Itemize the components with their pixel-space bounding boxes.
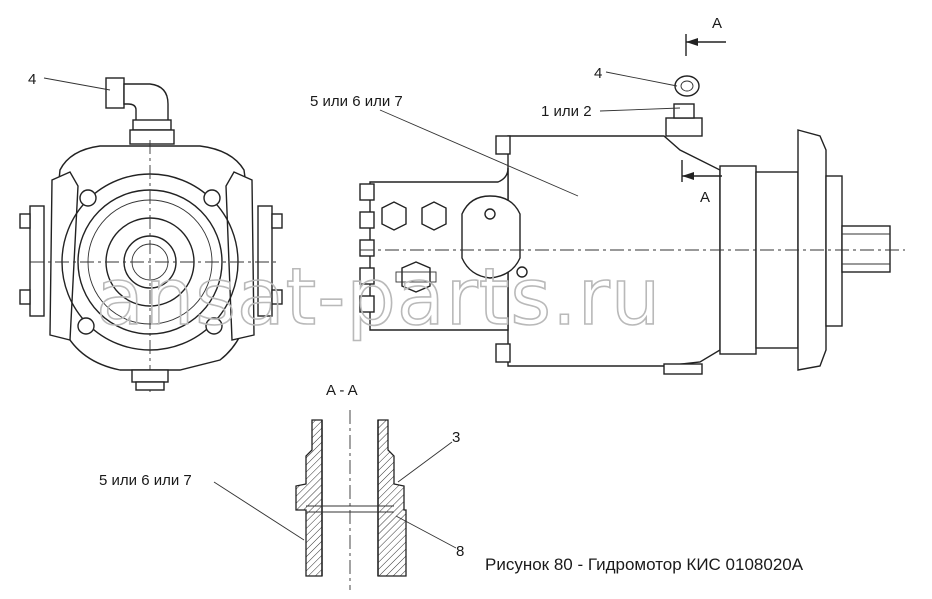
leader-lines [43,71,681,549]
front-view [19,77,283,392]
callout-4-left: 4 [28,71,36,88]
elbow-fitting [105,77,175,145]
view-arrow-side-label: A [700,189,710,206]
callout-4-right: 4 [594,65,602,82]
watermark: ansat-parts.ru [96,253,661,343]
side-view [359,34,905,375]
callout-3: 3 [452,429,460,446]
section-a-a [295,410,407,590]
hex-nuts [381,201,447,293]
callout-1-or-2: 1 или 2 [541,103,592,120]
section-title: A - A [326,382,358,399]
figure-caption: Рисунок 80 - Гидромотор КИС 0108020А [485,555,804,574]
callout-8: 8 [456,543,464,560]
callout-5-6-7-section: 5 или 6 или 7 [99,472,192,489]
view-arrow-top-label: A [712,15,722,32]
callout-5-6-7-top: 5 или 6 или 7 [310,93,403,110]
